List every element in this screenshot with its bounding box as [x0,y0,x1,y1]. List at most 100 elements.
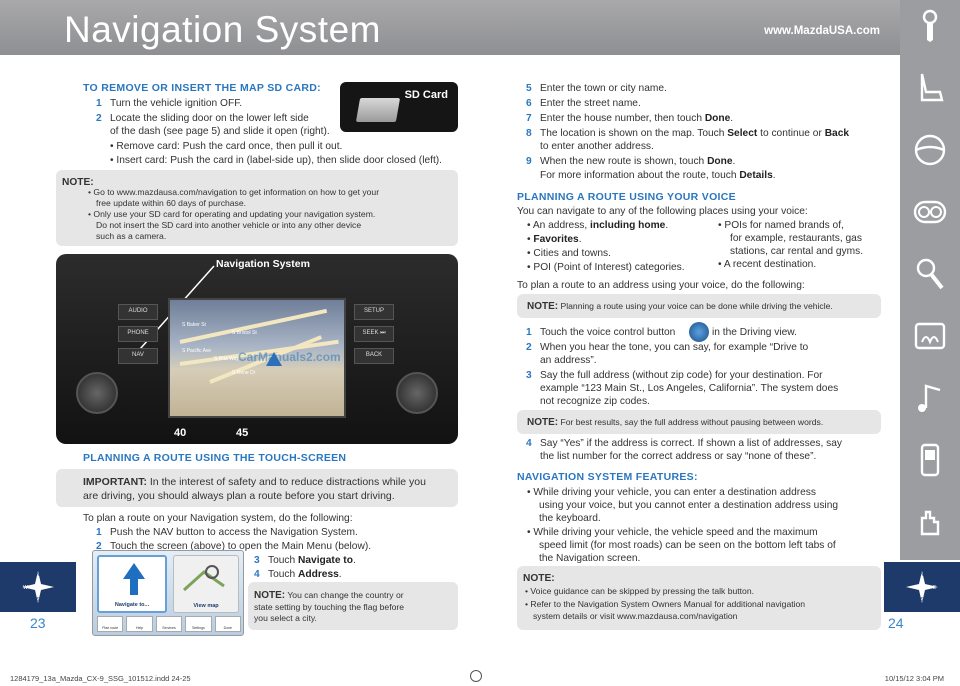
seat-icon[interactable] [906,66,954,110]
note-features-bullet-2: • Refer to the Navigation System Owners … [525,599,806,609]
svg-text:S: S [920,597,924,603]
note-bullet-2-cont2: such as a camera. [96,231,167,241]
important-line-2: are driving, you should always plan a ro… [83,490,395,502]
volume-knob[interactable] [76,372,118,414]
navigate-arrow-icon [123,563,145,595]
tune-knob[interactable] [396,372,438,414]
touch-intro: To plan a route on your Navigation syste… [83,513,353,524]
note-bullet-1-cont: free update within 60 days of purchase. [96,198,247,208]
note-bullet-2: • Only use your SD card for operating an… [88,209,376,219]
compass-icon-left: N W S [0,562,76,612]
svg-text:N: N [920,572,924,578]
speed-limit-readout: 45 [236,426,249,439]
setup-button[interactable]: SETUP [354,304,394,320]
important-box: IMPORTANT: In the interest of safety and… [56,469,458,507]
done-tile[interactable]: Done [214,616,242,632]
note-best-results: NOTE: For best results, say the full add… [527,417,824,428]
voice-control-button-icon[interactable] [689,322,709,342]
back-button[interactable]: BACK [354,348,394,364]
note-country-line-3: you select a city. [254,613,317,623]
note-country-line-1: NOTE: You can change the country or [254,590,404,601]
voice-item-recent: • A recent destination. [718,259,817,270]
audio-button[interactable]: AUDIO [118,304,158,320]
nav-button[interactable]: NAV [118,348,158,364]
help-tile[interactable]: Help [126,616,153,632]
route-step-9-cont: For more information about the route, to… [540,170,776,181]
svg-text:E: E [933,585,937,591]
voice-step-2-cont: an address”. [540,355,597,366]
settings-tile[interactable]: Settings [185,616,212,632]
page-number-right: 24 [888,615,904,631]
feature-2: • While driving your vehicle, the vehicl… [527,527,818,538]
street-label: S Pacific Ave [182,348,212,354]
music-note-icon[interactable] [906,376,954,420]
note-box-features: NOTE: • Voice guidance can be skipped by… [517,566,881,630]
page-title: Navigation System [64,9,381,50]
note-label: NOTE: [523,573,555,584]
nav-screen[interactable]: S Baker St S Bristol St S Pacific Ave S … [168,298,346,418]
compass-icon-right: N E S [884,562,960,612]
wrench-icon[interactable] [906,252,954,296]
note-country-line-2: state setting by touching the flag befor… [254,602,405,612]
phone-button[interactable]: PHONE [118,326,158,342]
voice-step-1-cont: in the Driving view. [712,327,797,338]
street-label: S Baker St [182,322,206,328]
file-slug: 1284179_13a_Mazda_CX-9_SSG_101512.indd 2… [10,674,191,683]
voice-item-favorites: • Favorites. [527,234,582,245]
view-map-tile[interactable]: View map [173,555,239,613]
website-url[interactable]: www.MazdaUSA.com [764,25,880,37]
note-box-country: NOTE: You can change the country or stat… [248,582,458,630]
seek-button[interactable]: SEEK ⏭ [354,326,394,342]
phone-icon[interactable] [906,438,954,482]
main-menu-screenshot: Navigate to... View map Plan route Help … [92,550,244,636]
feature-2-cont: speed limit (for most roads) can be seen… [539,540,836,551]
feature-1-cont2: the keyboard. [539,513,601,524]
street-label: S Bristol St [232,330,257,336]
services-tile[interactable]: Services [155,616,183,632]
navigate-to-label: Navigate to... [114,601,150,608]
vehicle-arrow-icon [266,352,282,366]
note-voice-driving: NOTE: Planning a route using your voice … [527,301,833,312]
climate-icon[interactable] [906,314,954,358]
note-box-voice-driving: NOTE: Planning a route using your voice … [517,294,881,318]
steering-wheel-icon[interactable] [906,128,954,172]
hand-icon[interactable] [906,500,954,544]
route-step-8-cont: to enter another address. [540,141,654,152]
street-label: S Rene Dr [232,370,256,376]
feature-2-cont2: the Navigation screen. [539,553,641,564]
note-box-sd: NOTE: • Go to www.mazdausa.com/navigatio… [56,170,458,246]
sd-bullet-remove: • Remove card: Push the card once, then … [110,141,343,152]
voice-item-brands-cont2: stations, car rental and gyms. [730,246,864,257]
gauge-icon[interactable] [906,190,954,234]
plan-route-tile[interactable]: Plan route [97,616,124,632]
svg-text:S: S [36,597,40,603]
voice-item-brands-cont: for example, restaurants, gas [730,233,862,244]
note-bullet-2-cont: Do not insert the SD card into another v… [96,220,362,230]
touch-screen-heading: PLANNING A ROUTE USING THE TOUCH-SCREEN [83,452,347,464]
dash-caption: Navigation System [216,258,310,270]
feature-1: • While driving your vehicle, you can en… [527,487,816,498]
view-map-icon [182,565,225,592]
sd-step-2-cont: of the dash (see page 5) and slide it op… [110,126,330,137]
voice-intro: You can navigate to any of the following… [517,206,808,217]
sd-slot-graphic [355,98,401,122]
sd-bullet-insert: • Insert card: Push the card in (label-s… [110,155,443,166]
voice-item-poi: • POI (Point of Interest) categories. [527,262,685,273]
menu-bottom-row: Plan route Help Services Settings Done [97,616,242,632]
navigate-to-tile[interactable]: Navigate to... [97,555,167,613]
speed-readout: 40 [174,426,187,439]
note-label: NOTE: [62,177,94,188]
key-icon[interactable] [906,4,954,48]
feature-1-cont: using your voice, but you cannot enter a… [539,500,839,511]
